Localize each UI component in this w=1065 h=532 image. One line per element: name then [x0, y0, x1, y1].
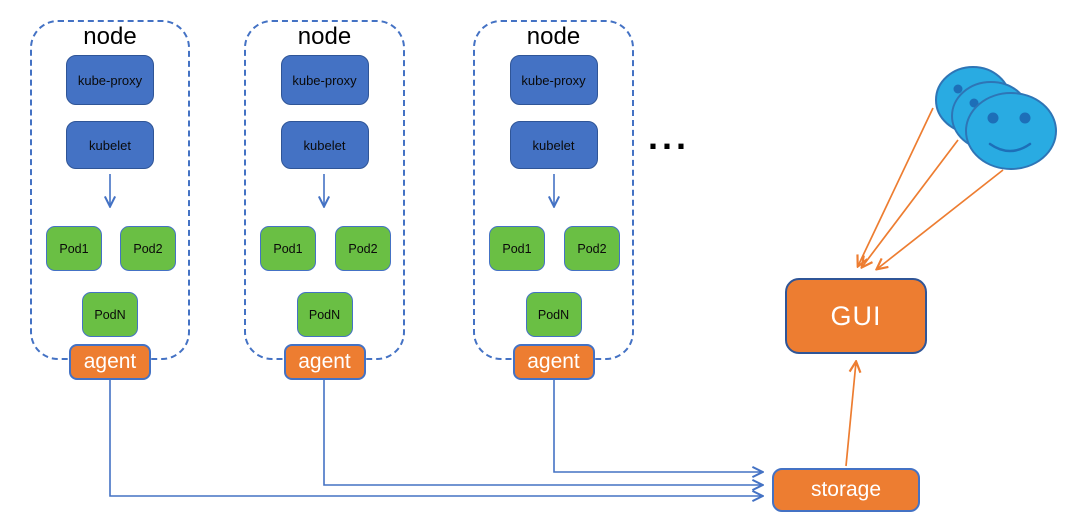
pod2-box: Pod2 — [120, 226, 176, 271]
kubelet-box: kubelet — [280, 121, 369, 169]
agent-box: agent — [283, 344, 366, 380]
kubelet-box: kubelet — [509, 121, 598, 169]
node-container-1: node kube-proxy kubelet Pod1 Pod2 PodN a… — [30, 20, 190, 380]
pod2-box: Pod2 — [335, 226, 391, 271]
podn-box: PodN — [525, 292, 582, 337]
pod1-box: Pod1 — [46, 226, 102, 271]
storage-to-gui-connector — [845, 362, 856, 467]
kubelet-box: kubelet — [66, 121, 154, 169]
kube-proxy-box: kube-proxy — [509, 55, 598, 105]
podn-box: PodN — [296, 292, 353, 337]
users-to-gui-connectors — [858, 107, 1004, 269]
storage-box: storage — [772, 468, 920, 512]
kube-proxy-box: kube-proxy — [280, 55, 369, 105]
node-title: node — [83, 23, 137, 50]
node-container-3: node kube-proxy kubelet Pod1 Pod2 PodN a… — [473, 20, 634, 380]
podn-box: PodN — [82, 292, 138, 337]
pod2-box: Pod2 — [564, 226, 620, 271]
agent-to-storage-connectors — [109, 379, 762, 496]
kube-proxy-box: kube-proxy — [66, 55, 154, 105]
node-container-2: node kube-proxy kubelet Pod1 Pod2 PodN a… — [244, 20, 405, 380]
users-smiley-icon — [935, 66, 1057, 170]
agent-box: agent — [512, 344, 595, 380]
pod1-box: Pod1 — [489, 226, 545, 271]
more-nodes-ellipsis: ... — [648, 116, 691, 157]
pod1-box: Pod1 — [260, 226, 316, 271]
kubelet-to-pods-arrows — [110, 174, 554, 206]
node-title: node — [297, 23, 352, 50]
node-title: node — [526, 23, 581, 50]
gui-box: GUI — [785, 278, 927, 354]
agent-box: agent — [69, 344, 151, 380]
